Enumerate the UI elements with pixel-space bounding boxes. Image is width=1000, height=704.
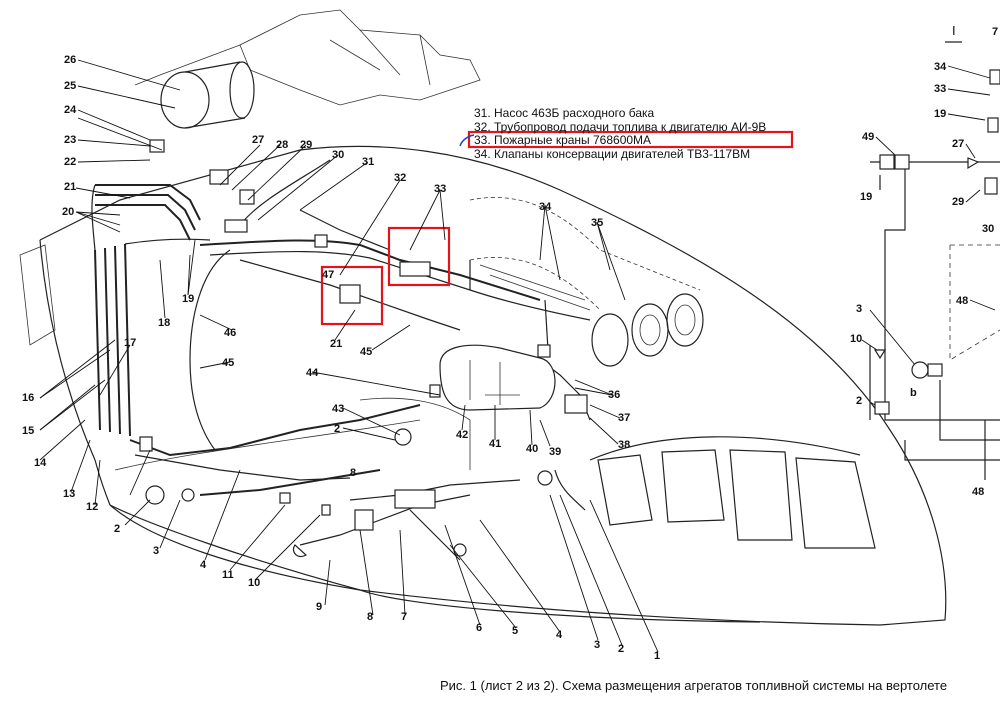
components bbox=[139, 139, 588, 558]
callout-1: 1 bbox=[654, 650, 660, 662]
callout-6: 6 bbox=[476, 622, 482, 634]
callout-44: 44 bbox=[306, 367, 319, 379]
legend-item-32: 32. Трубопровод подачи топлива к двигате… bbox=[474, 120, 766, 134]
callout-33: 33 bbox=[434, 183, 446, 195]
callout-40: 40 bbox=[526, 443, 538, 455]
schematic-label-33: 33 bbox=[934, 83, 946, 95]
callout-13: 13 bbox=[63, 488, 75, 500]
callout-28: 28 bbox=[276, 139, 288, 151]
fuel-lines bbox=[91, 159, 591, 561]
callout-42: 42 bbox=[456, 429, 468, 441]
callout-45a: 45 bbox=[222, 357, 234, 369]
schematic-label-30: 30 bbox=[982, 223, 994, 235]
callout-19: 19 bbox=[182, 293, 194, 305]
callout-47: 47 bbox=[322, 269, 334, 281]
callout-26: 26 bbox=[64, 54, 76, 66]
callout-39: 39 bbox=[549, 446, 561, 458]
legend-item-33: 33. Пожарные краны 768600МА bbox=[474, 133, 651, 147]
callout-17: 17 bbox=[124, 337, 136, 349]
callout-21b: 21 bbox=[330, 338, 342, 350]
callout-35: 35 bbox=[591, 217, 603, 229]
callout-7: 7 bbox=[401, 611, 407, 623]
callout-3b: 3 bbox=[594, 639, 600, 651]
schematic-label-29: 29 bbox=[952, 196, 964, 208]
legend-item-34: 34. Клапаны консервации двигателей ТВ3-1… bbox=[474, 147, 750, 161]
callout-15: 15 bbox=[22, 425, 34, 437]
fuel-schematic: I 7 34 33 19 49 19 27 29 30 48 3 10 b 2 … bbox=[850, 23, 1000, 498]
callout-37: 37 bbox=[618, 412, 630, 424]
callout-18: 18 bbox=[158, 317, 170, 329]
schematic-label-48a: 48 bbox=[956, 295, 968, 307]
callout-14: 14 bbox=[34, 457, 47, 469]
schematic-label-19b: 19 bbox=[860, 191, 872, 203]
callout-21: 21 bbox=[64, 181, 76, 193]
callout-2a: 2 bbox=[334, 423, 340, 435]
schematic-label-b: b bbox=[910, 387, 917, 399]
callout-25: 25 bbox=[64, 80, 76, 92]
highlight-boxes bbox=[320, 130, 794, 326]
callout-8a: 8 bbox=[367, 611, 373, 623]
legend-accent-mark bbox=[459, 134, 475, 147]
callout-3a: 3 bbox=[153, 545, 159, 557]
schematic-label-19a: 19 bbox=[934, 108, 946, 120]
highlight-legend-item-33 bbox=[467, 130, 794, 149]
callout-31: 31 bbox=[362, 156, 374, 168]
callout-labels: 26 25 24 23 22 21 20 27 28 29 30 31 32 3… bbox=[22, 54, 660, 662]
callout-46: 46 bbox=[224, 327, 236, 339]
highlight-fire-valve-right bbox=[387, 226, 451, 287]
callout-36: 36 bbox=[608, 389, 620, 401]
schematic-cut-label: 7 bbox=[992, 26, 998, 38]
callout-43: 43 bbox=[332, 403, 344, 415]
callout-12: 12 bbox=[86, 501, 98, 513]
callout-24: 24 bbox=[64, 104, 77, 116]
legend-item-31: 31. Насос 463Б расходного бака bbox=[474, 106, 655, 120]
callout-10: 10 bbox=[248, 577, 260, 589]
leader-lines bbox=[39, 59, 659, 653]
schematic-label-48b: 48 bbox=[972, 486, 984, 498]
callout-11: 11 bbox=[222, 569, 234, 581]
schematic-label-2: 2 bbox=[856, 395, 862, 407]
schematic-label-27: 27 bbox=[952, 138, 964, 150]
callout-27: 27 bbox=[252, 134, 264, 146]
callout-32: 32 bbox=[394, 172, 406, 184]
callout-16: 16 bbox=[22, 392, 34, 404]
callout-2c: 2 bbox=[618, 643, 624, 655]
highlight-fire-valve-left bbox=[320, 265, 384, 326]
callout-38: 38 bbox=[618, 439, 630, 451]
callout-41: 41 bbox=[489, 438, 501, 450]
callout-4b: 4 bbox=[556, 629, 563, 641]
schematic-label-34: 34 bbox=[934, 61, 947, 73]
figure-caption: Рис. 1 (лист 2 из 2). Схема размещения а… bbox=[440, 678, 947, 693]
callout-29: 29 bbox=[300, 139, 312, 151]
schematic-label-10: 10 bbox=[850, 333, 862, 345]
callout-30: 30 bbox=[332, 149, 344, 161]
callout-22: 22 bbox=[64, 156, 76, 168]
legend: 31. Насос 463Б расходного бака 32. Трубо… bbox=[474, 106, 766, 161]
callout-23: 23 bbox=[64, 134, 76, 146]
callout-5: 5 bbox=[512, 625, 518, 637]
callout-20: 20 bbox=[62, 206, 74, 218]
callout-8b: 8 bbox=[350, 467, 356, 479]
schematic-label-3: 3 bbox=[856, 303, 862, 315]
schematic-label-49: 49 bbox=[862, 131, 874, 143]
callout-4a: 4 bbox=[200, 559, 207, 571]
roman-numeral-label: I bbox=[952, 23, 956, 38]
helicopter-outline bbox=[19, 9, 947, 626]
callout-2b: 2 bbox=[114, 523, 120, 535]
callout-34: 34 bbox=[539, 201, 552, 213]
callout-9: 9 bbox=[316, 601, 322, 613]
callout-45b: 45 bbox=[360, 346, 372, 358]
